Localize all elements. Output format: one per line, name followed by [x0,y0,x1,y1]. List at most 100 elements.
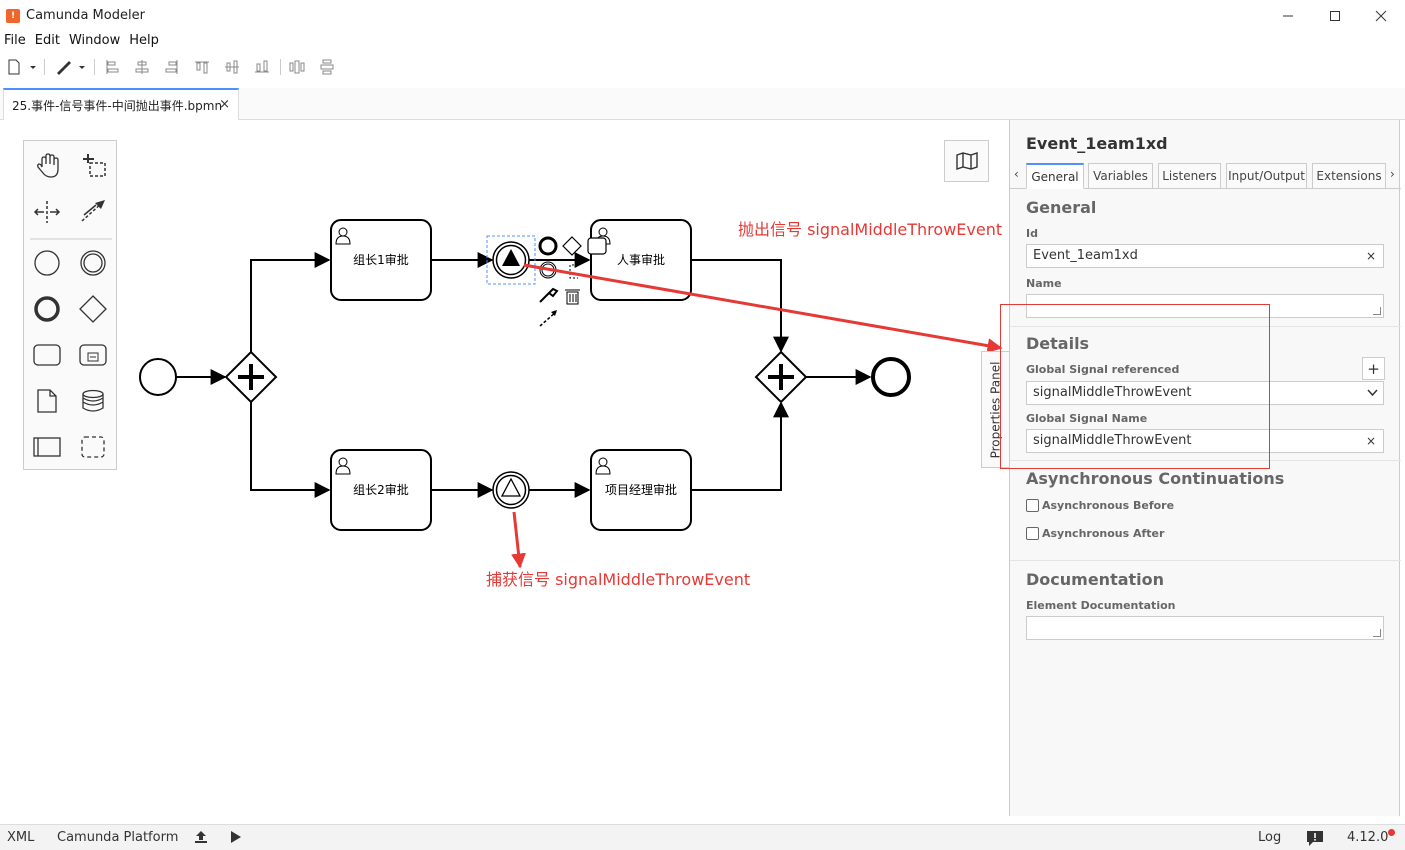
connect-icon[interactable] [539,310,557,327]
space-tool-icon[interactable] [33,201,61,223]
sequence-flow[interactable] [691,259,789,353]
end-event[interactable] [871,357,911,397]
properties-panel-toggle[interactable]: Properties Panel [981,351,1009,468]
signal-name-field[interactable]: signalMiddleThrowEvent × [1026,429,1384,453]
close-icon [1375,10,1387,21]
bpmn-canvas[interactable]: 组长1审批 人事审批 组长2审批 [0,120,1009,816]
minimize-button[interactable] [1265,0,1311,31]
data-object-icon[interactable] [37,389,57,413]
user-task-2[interactable]: 人事审批 [590,219,692,301]
task-label: 人事审批 [617,252,665,267]
lasso-tool-icon[interactable] [83,154,106,177]
tab-listeners[interactable]: Listeners [1158,163,1221,189]
start-event[interactable] [139,358,177,396]
sequence-flow[interactable] [250,402,331,498]
trash-icon[interactable] [565,289,580,305]
annotation-throw: 抛出信号 signalMiddleThrowEvent [738,220,1003,239]
async-before-row[interactable]: Asynchronous Before [1026,499,1174,512]
pool-icon[interactable] [33,437,61,457]
chevron-down-icon [1367,382,1378,412]
user-task-1[interactable]: 组长1审批 [330,219,432,301]
parallel-gateway-join[interactable] [754,350,808,404]
gateway-icon[interactable] [79,295,107,323]
properties-tabs: ‹ General Variables Listeners Input/Outp… [1010,163,1401,189]
resize-grip-icon[interactable] [1373,307,1381,315]
task-label: 组长1审批 [353,252,409,267]
deploy-button[interactable] [193,829,209,849]
start-instance-button[interactable] [228,829,244,849]
signal-ref-label: Global Signal referenced [1026,363,1180,376]
signal-name-label: Global Signal Name [1026,412,1148,425]
user-task-3[interactable]: 组长2审批 [330,449,432,531]
maximize-button[interactable] [1312,0,1358,31]
align-middle-button[interactable] [223,56,241,78]
tab-general[interactable]: General [1026,163,1084,189]
distribute-horizontal-button[interactable] [288,56,306,78]
data-store-icon[interactable] [82,389,104,412]
connect-tool-icon[interactable] [81,200,105,222]
documentation-field[interactable] [1026,616,1384,640]
signal-catch-event[interactable] [492,471,530,509]
xml-button[interactable]: XML [7,830,35,845]
user-task-4[interactable]: 项目经理审批 [590,449,692,531]
file-tab[interactable]: 25.事件-信号事件-中间抛出事件.bpmn × [3,88,239,120]
log-button[interactable]: Log [1258,830,1282,845]
add-signal-button[interactable]: + [1362,357,1385,380]
text-annotation-icon[interactable] [569,264,578,279]
annotation-catch: 捕获信号 signalMiddleThrowEvent [486,570,751,589]
id-field[interactable]: Event_1eam1xd × [1026,244,1384,268]
end-event-icon[interactable] [34,296,60,322]
general-heading: General [1026,198,1097,217]
hand-tool-icon[interactable] [37,153,59,178]
sequence-flow[interactable] [250,252,331,352]
start-event-icon[interactable] [34,250,60,276]
element-title: Event_1eam1xd [1026,134,1168,153]
menu-file[interactable]: File [4,33,26,48]
align-bottom-button[interactable] [253,56,271,78]
task-label: 组长2审批 [353,482,409,497]
color-button[interactable] [52,56,88,78]
parallel-gateway-split[interactable] [224,350,278,404]
signal-throw-event[interactable] [486,235,536,285]
wrench-icon[interactable] [539,287,559,303]
align-right-icon [165,60,178,74]
tab-extensions[interactable]: Extensions [1312,163,1386,189]
align-top-button[interactable] [193,56,211,78]
resize-grip-icon[interactable] [1373,629,1381,637]
feedback-button[interactable] [1306,829,1324,850]
version-label[interactable]: 4.12.0 [1347,830,1389,845]
tab-variables[interactable]: Variables [1088,163,1153,189]
menu-edit[interactable]: Edit [34,33,60,48]
menu-window[interactable]: Window [68,33,121,48]
clear-id-icon[interactable]: × [1365,249,1376,263]
append-gateway-icon[interactable] [562,236,582,256]
menu-help[interactable]: Help [129,33,159,48]
clear-signal-name-icon[interactable]: × [1365,434,1376,448]
tabs-scroll-right-icon[interactable]: › [1390,167,1395,181]
tabs-scroll-left-icon[interactable]: ‹ [1014,167,1019,181]
task-icon[interactable] [33,344,61,366]
align-right-button[interactable] [163,56,181,78]
append-end-event-icon[interactable] [538,236,558,256]
title-bar: ! Camunda Modeler [0,0,1405,31]
async-before-checkbox[interactable] [1026,499,1039,512]
async-after-row[interactable]: Asynchronous After [1026,527,1164,540]
new-file-button[interactable] [5,56,37,78]
new-file-icon [8,59,36,75]
subprocess-icon[interactable] [79,344,107,366]
name-field[interactable] [1026,294,1384,318]
minimap-toggle-button[interactable] [944,140,989,182]
append-task-icon[interactable] [587,237,607,255]
align-left-button[interactable] [103,56,121,78]
distribute-vertical-button[interactable] [318,56,336,78]
group-icon[interactable] [81,436,105,458]
async-after-checkbox[interactable] [1026,527,1039,540]
close-window-button[interactable] [1358,0,1404,31]
align-center-button[interactable] [133,56,151,78]
intermediate-event-icon[interactable] [80,250,106,276]
platform-label[interactable]: Camunda Platform [57,830,179,845]
signal-ref-select[interactable]: signalMiddleThrowEvent [1026,381,1384,405]
sequence-flow[interactable] [691,401,789,491]
tab-close-icon[interactable]: × [219,97,230,112]
tab-input-output[interactable]: Input/Output [1226,163,1307,189]
